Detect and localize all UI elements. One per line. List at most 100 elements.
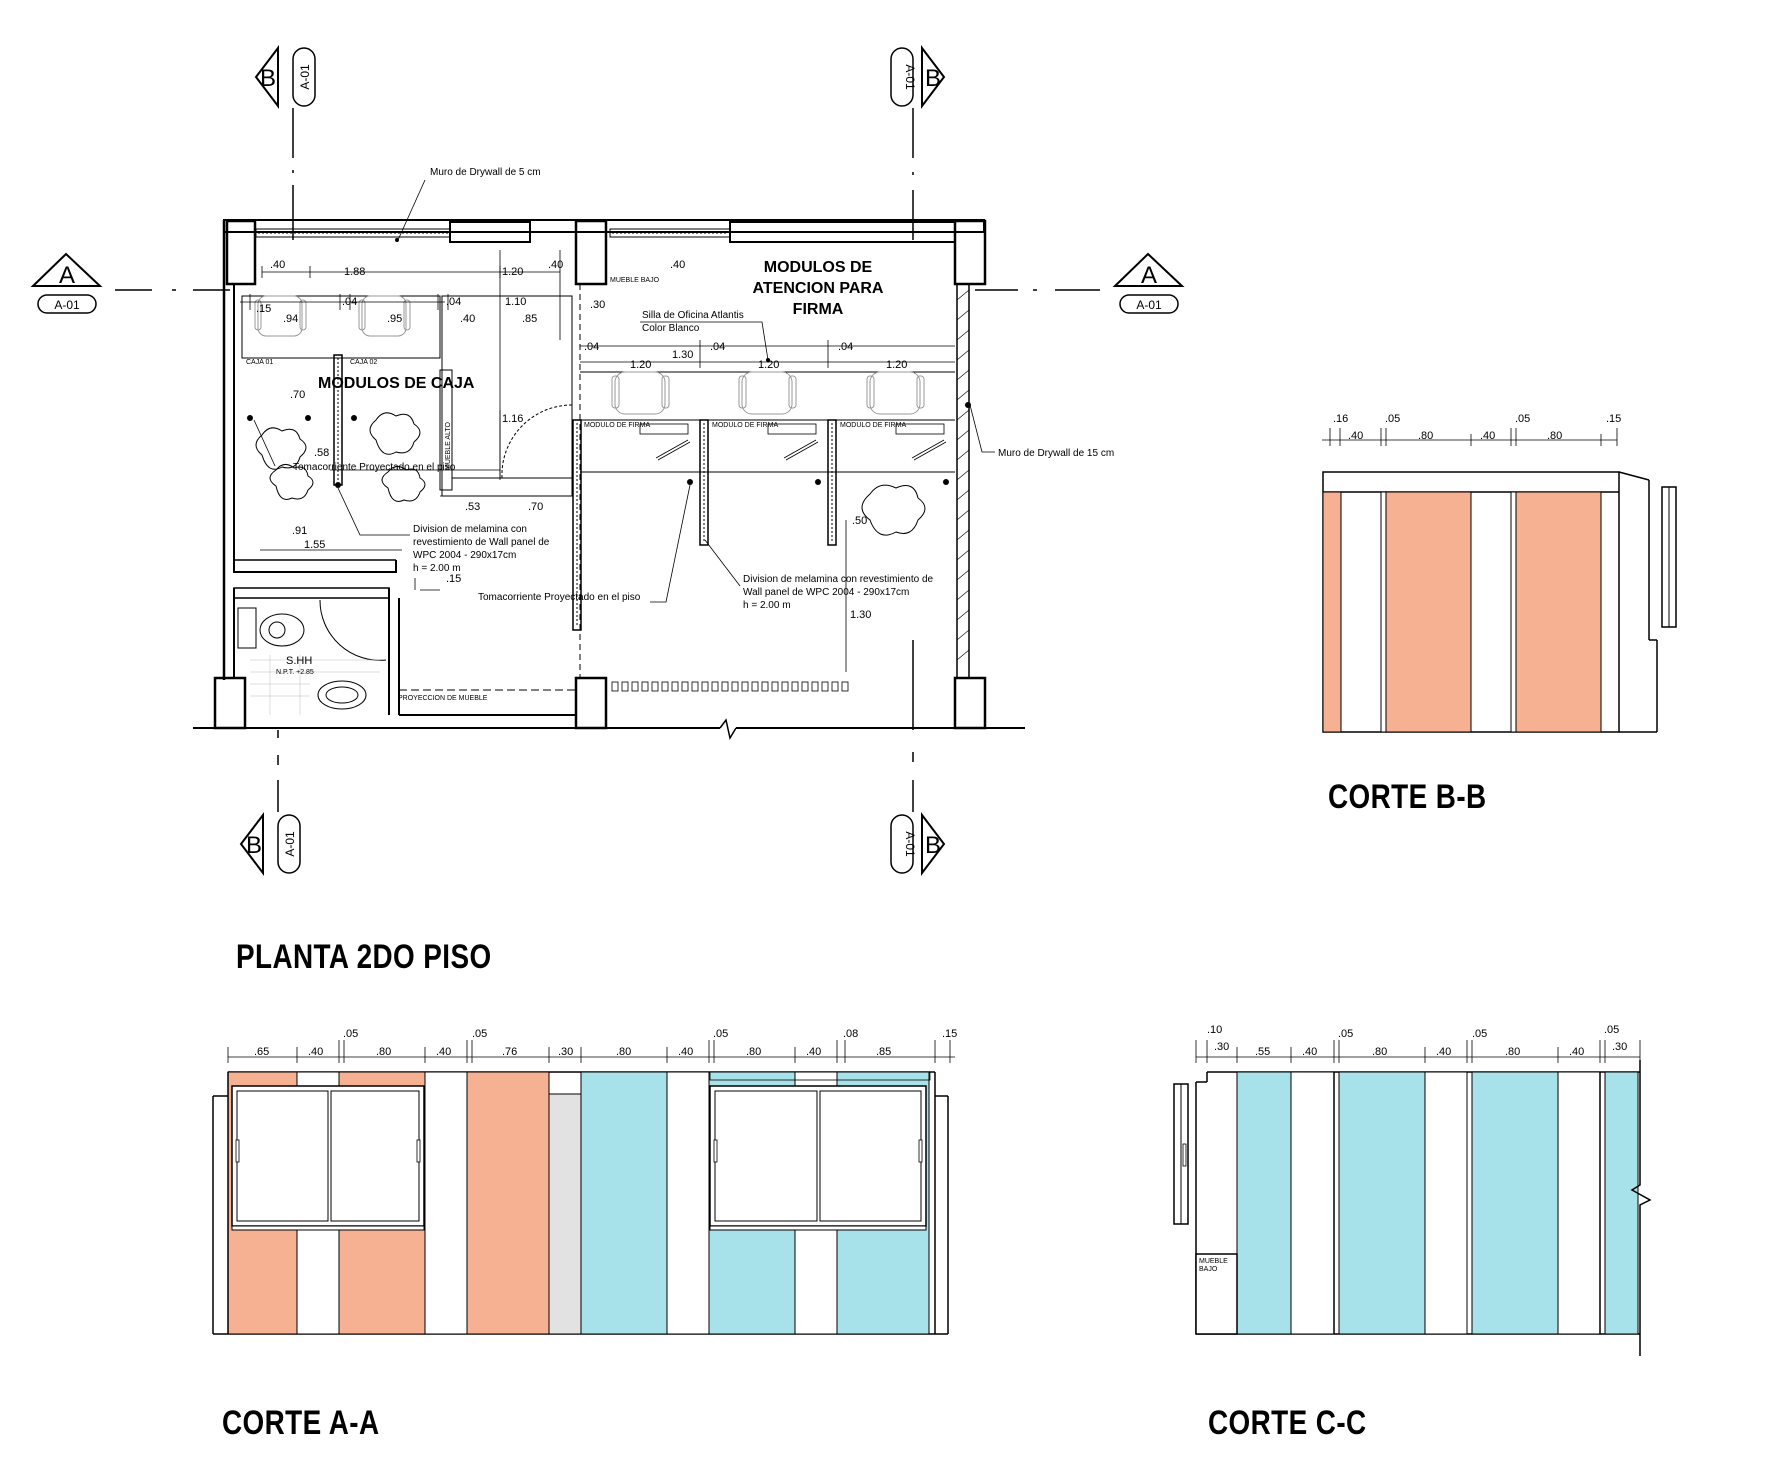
corte-aa-dim: .08 (843, 1028, 858, 1040)
note-tomacorriente-1: Tomacorriente Proyectado en el piso (293, 462, 456, 473)
corte-cc-cyan-4 (1604, 1071, 1639, 1335)
dim: .94 (283, 313, 298, 325)
dim: .04 (342, 296, 357, 308)
corte-aa: .65 .40 .05 .80 .40 .05 .76 .30 .80 .40 … (212, 1028, 957, 1335)
dim: .40 (270, 259, 285, 271)
marker-letter: A (59, 262, 75, 289)
corte-cc-cyan-3 (1471, 1071, 1559, 1335)
corte-bb-dim: .16 (1333, 413, 1348, 425)
corte-aa-dim: .65 (254, 1046, 269, 1058)
dim: .53 (465, 501, 480, 513)
corte-aa-cyan-1 (580, 1071, 668, 1335)
corte-cc-dim: .40 (1302, 1046, 1317, 1058)
npt-label: N.P.T. +2.85 (276, 669, 314, 676)
marker-letter: B (246, 832, 262, 859)
dim: 1.16 (502, 413, 523, 425)
dim: .95 (387, 313, 402, 325)
dim: 1.10 (505, 296, 526, 308)
corte-aa-dim: .15 (942, 1028, 957, 1040)
corte-bb-salmon-2 (1385, 491, 1472, 733)
corte-cc-cyan-1 (1236, 1071, 1292, 1335)
corte-aa-dim: .76 (502, 1046, 517, 1058)
marker-ref: A-01 (283, 831, 297, 857)
corte-cc-dim: .05 (1472, 1028, 1487, 1040)
corte-bb-title: CORTE B-B (1328, 778, 1487, 816)
corte-aa-grey (548, 1093, 582, 1335)
dim: .30 (590, 299, 605, 311)
corte-cc-title: CORTE C-C (1208, 1404, 1367, 1442)
section-marker-b-bottom-right: B A-01 (890, 812, 946, 876)
note-division-1-line-2: revestimiento de Wall panel de (413, 537, 550, 548)
room-label-caja: MODULOS DE CAJA (318, 375, 475, 392)
caja-02-label: CAJA 02 (350, 359, 377, 366)
caja-01-label: CAJA 01 (246, 359, 273, 366)
marker-letter: A (1141, 262, 1157, 289)
corte-bb-dim: .15 (1606, 413, 1621, 425)
dim: .50 (852, 515, 867, 527)
marker-letter: B (925, 832, 941, 859)
corte-bb-salmon-1 (1322, 491, 1342, 733)
dim: .04 (710, 341, 725, 353)
corte-aa-dim: .40 (436, 1046, 451, 1058)
note-division-1-line-1: Division de melamina con (413, 524, 527, 535)
note-silla-2: Color Blanco (642, 323, 700, 334)
corte-bb-dim: .40 (1348, 430, 1363, 442)
dim: .40 (670, 259, 685, 271)
note-tomacorriente-2: Tomacorriente Proyectado en el piso (478, 592, 641, 603)
corte-cc-dim: .05 (1604, 1024, 1619, 1036)
note-division-2-line-2: Wall panel de WPC 2004 - 290x17cm (743, 587, 909, 598)
modulo-firma-label-1: MODULO DE FIRMA (584, 422, 650, 429)
corte-aa-dim: .80 (746, 1046, 761, 1058)
corte-bb-dim: .80 (1547, 430, 1562, 442)
dim: .40 (460, 313, 475, 325)
corte-cc-dim: .05 (1338, 1028, 1353, 1040)
dim: .15 (446, 573, 461, 585)
room-label-firma-1: MODULOS DE (764, 259, 873, 276)
note-division-2-line-1: Division de melamina con revestimiento d… (743, 574, 934, 585)
note-drywall-15: Muro de Drywall de 15 cm (998, 448, 1114, 459)
sshh-label: S.HH (286, 655, 312, 667)
note-division-2-line-3: h = 2.00 m (743, 600, 791, 611)
dim: .04 (446, 296, 461, 308)
dim: .40 (548, 259, 563, 271)
corte-aa-dim: .05 (343, 1028, 358, 1040)
marker-ref: A-01 (903, 831, 917, 857)
corte-cc-dim: .30 (1214, 1041, 1229, 1053)
section-marker-a-left: A A-01 (30, 252, 103, 314)
note-drywall-5: Muro de Drywall de 5 cm (430, 167, 541, 178)
note-silla-1: Silla de Oficina Atlantis (642, 310, 744, 321)
dim: .58 (314, 447, 329, 459)
corte-cc-cyan-2 (1338, 1071, 1426, 1335)
corte-aa-dim: .40 (806, 1046, 821, 1058)
note-division-1-line-3: WPC 2004 - 290x17cm (413, 550, 516, 561)
corte-aa-dim: .85 (876, 1046, 891, 1058)
corte-cc-dim: .40 (1569, 1046, 1584, 1058)
corte-cc-mueble-label-1: MUEBLE (1199, 1258, 1228, 1265)
corte-bb-dim: .05 (1385, 413, 1400, 425)
corte-bb-dim: .40 (1480, 430, 1495, 442)
mueble-bajo-label: MUEBLE BAJO (610, 277, 660, 284)
corte-aa-dim: .80 (376, 1046, 391, 1058)
corte-bb-dim: .05 (1515, 413, 1530, 425)
dim: .04 (584, 341, 599, 353)
marker-ref: A-01 (54, 298, 80, 312)
marker-ref: A-01 (1136, 298, 1162, 312)
dim: 1.30 (672, 349, 693, 361)
corte-cc-dim: .10 (1207, 1024, 1222, 1036)
corte-aa-salmon-3 (466, 1071, 550, 1335)
corte-bb: .16 .40 .05 .80 .40 .05 .80 .15 (1322, 413, 1677, 733)
mueble-alto-label: MUEBLE ALTO (445, 421, 452, 470)
corte-cc-dim: .80 (1505, 1046, 1520, 1058)
corte-aa-dim: .30 (558, 1046, 573, 1058)
corte-bb-dim: .80 (1418, 430, 1433, 442)
proyeccion-label: PROYECCION DE MUEBLE (398, 695, 488, 702)
dim: .91 (292, 525, 307, 537)
corte-aa-dim: .40 (308, 1046, 323, 1058)
note-division-1-line-4: h = 2.00 m (413, 563, 461, 574)
corte-cc-mueble-bajo (1195, 1253, 1238, 1335)
modulo-firma-label-3: MODULO DE FIRMA (840, 422, 906, 429)
corte-cc-dim: .55 (1255, 1046, 1270, 1058)
dim: 1.20 (630, 359, 651, 371)
floor-plan: S.HH N.P.T. +2.85 MUEBLE ALTO CAJA 01 CA… (193, 167, 1114, 740)
dim: .85 (522, 313, 537, 325)
